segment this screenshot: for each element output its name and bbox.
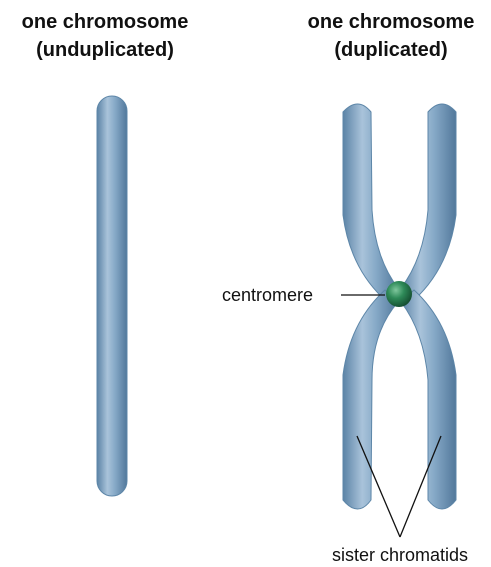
chromatid-right-upper-arm bbox=[401, 104, 456, 300]
sister-chromatids-label: sister chromatids bbox=[332, 545, 468, 565]
unduplicated-chromosome bbox=[97, 96, 127, 496]
chromatid-left-upper-arm bbox=[343, 104, 398, 300]
chromatid-left-lower-arm bbox=[343, 290, 398, 509]
centromere-label: centromere bbox=[222, 285, 313, 305]
centromere bbox=[386, 281, 412, 307]
chromatid-right-lower-arm bbox=[401, 290, 456, 509]
